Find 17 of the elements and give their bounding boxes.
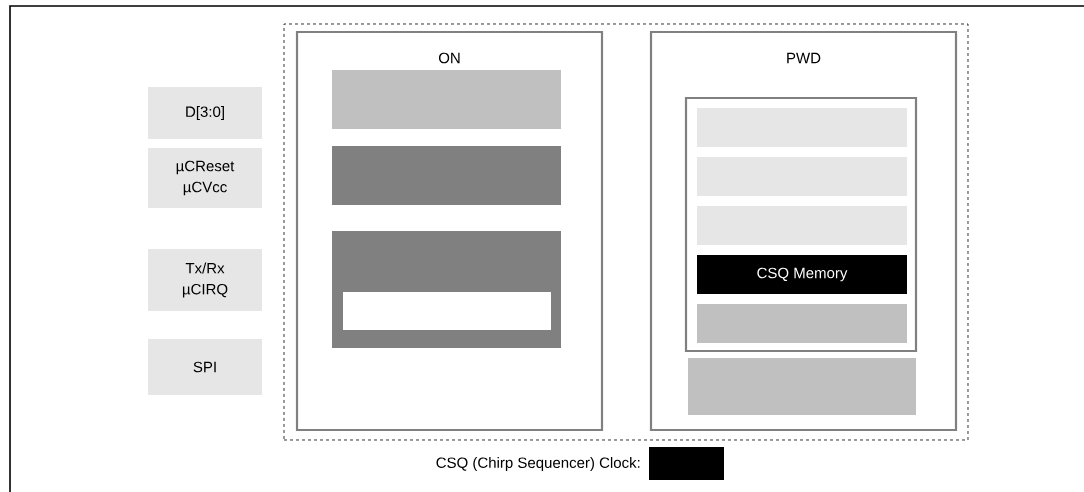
- signal-box: SPI: [148, 339, 262, 395]
- signal-box: D[3:0]: [148, 87, 262, 139]
- block: [697, 304, 907, 343]
- block: [697, 206, 907, 245]
- domain-panel: ON: [295, 30, 604, 432]
- signal-box: µCReset µCVcc: [148, 148, 262, 208]
- block: [688, 358, 916, 415]
- block: [332, 146, 561, 205]
- power-domain-region: [283, 23, 969, 441]
- block: [697, 108, 907, 147]
- signal-box: Tx/Rx µCIRQ: [148, 249, 262, 311]
- memory-box: CSQ Memory: [697, 255, 907, 294]
- block: [697, 157, 907, 196]
- block: [332, 70, 561, 129]
- block: [343, 292, 551, 330]
- legend-label: CSQ (Chirp Sequencer) Clock:: [436, 457, 640, 471]
- memory-block: [684, 96, 918, 353]
